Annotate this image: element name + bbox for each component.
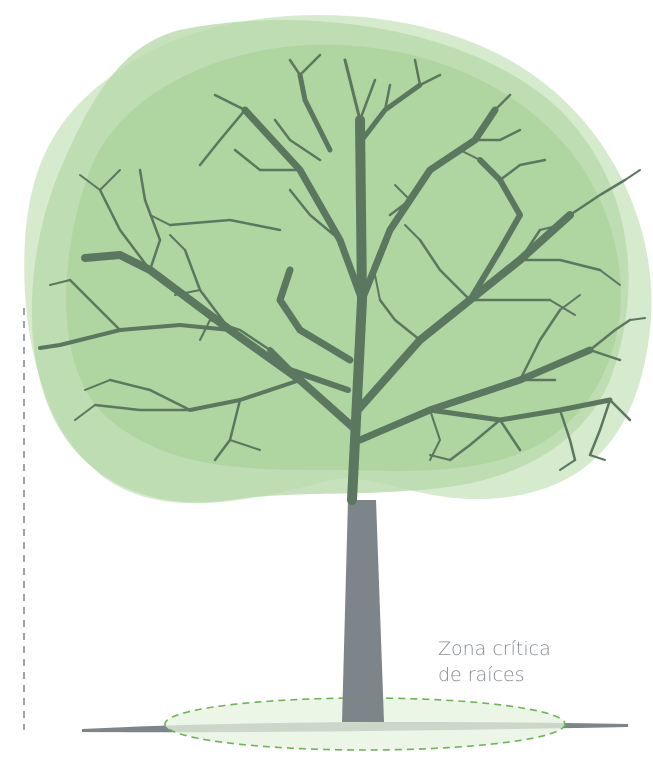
tree-trunk xyxy=(342,500,384,722)
root-zone-label-line1: Zona crítica xyxy=(438,638,551,660)
root-zone-label: Zona crítica de raíces xyxy=(438,636,628,688)
tree-branches xyxy=(38,53,646,505)
root-zone-label-line2: de raíces xyxy=(438,664,525,686)
